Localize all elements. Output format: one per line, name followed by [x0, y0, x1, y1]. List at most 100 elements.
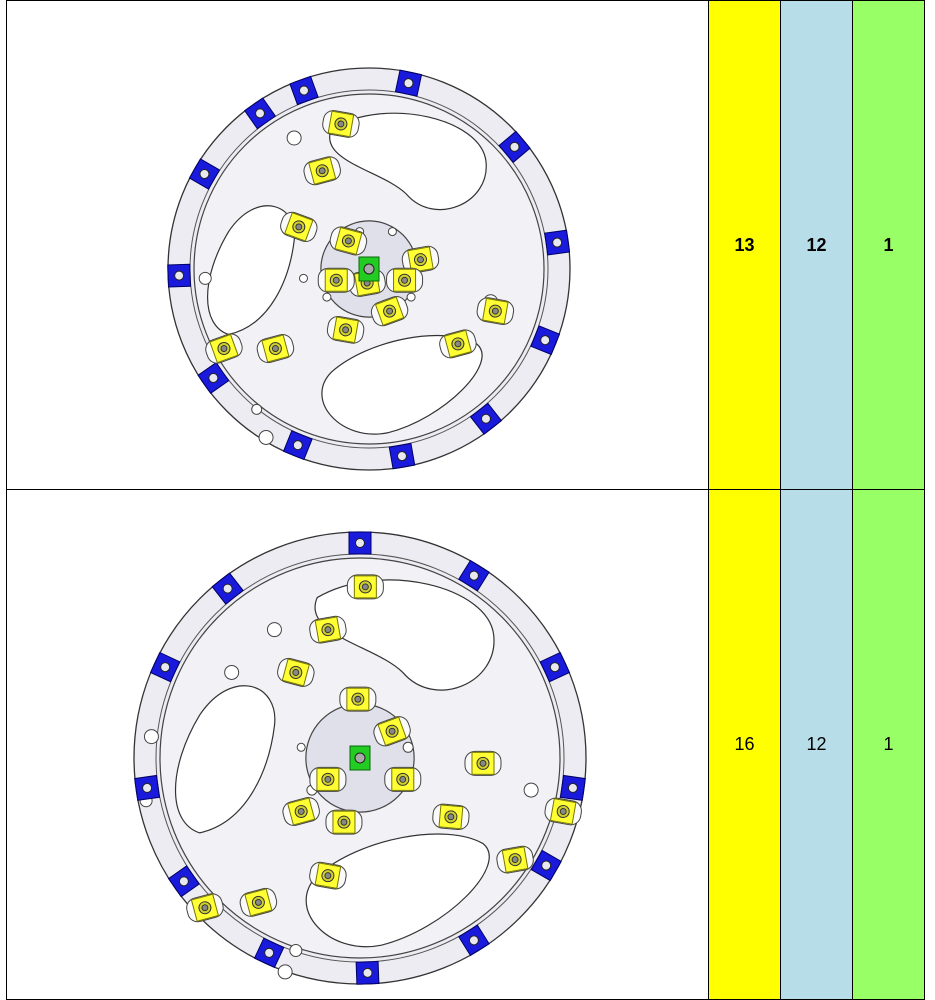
clamp — [282, 796, 320, 826]
pad-bolt — [178, 876, 189, 887]
mounting-hole — [387, 227, 397, 237]
pad-bolt — [264, 947, 275, 958]
clamp — [256, 334, 295, 364]
support-pad — [469, 402, 503, 435]
mounting-hole — [406, 292, 416, 302]
support-pad — [498, 130, 531, 164]
clamp-screw-head — [417, 256, 424, 264]
clamp-screw-head — [401, 276, 408, 284]
value-cell-green-1: 1 — [852, 0, 925, 490]
pad-bolt — [403, 78, 414, 89]
value-blue-2: 12 — [806, 734, 827, 754]
support-pad — [559, 774, 586, 801]
support-pad — [289, 75, 319, 106]
clamp-screw-head — [254, 898, 262, 906]
mounting-hole — [198, 271, 212, 285]
support-pad — [167, 865, 200, 898]
clamp — [339, 686, 377, 712]
mounting-hole — [224, 664, 240, 680]
mounting-hole — [286, 130, 302, 146]
pad-bolt — [567, 782, 578, 793]
clamp-screw-head — [342, 326, 350, 334]
support-pad — [458, 924, 490, 957]
fixture-drawing-1 — [167, 67, 571, 471]
support-pad — [458, 559, 490, 592]
clamp-screw-head — [340, 818, 348, 826]
clamp — [496, 845, 534, 874]
value-cell-blue-1: 12 — [780, 0, 853, 490]
mounting-hole — [296, 742, 306, 752]
support-pad — [539, 651, 571, 683]
clamp-screw-head — [386, 307, 393, 315]
clamp-screw-head — [332, 276, 340, 284]
value-cell-green-2: 1 — [852, 489, 925, 1000]
clamp — [317, 267, 355, 293]
value-blue-1: 12 — [806, 234, 827, 255]
cutout-bottom — [321, 334, 483, 435]
clamp — [384, 766, 422, 792]
clamp — [373, 716, 411, 747]
support-pad — [355, 960, 380, 985]
pad-bolt — [292, 440, 303, 451]
pad-bolt — [255, 108, 266, 119]
pad-bolt — [160, 662, 171, 673]
clamp-screw-head — [354, 695, 362, 703]
pad-bolt — [142, 782, 153, 793]
fixture-cell-2: 14.450R — [6, 489, 709, 1000]
pad-bolt — [222, 583, 233, 594]
pad-bolt — [468, 935, 479, 946]
pad-bolt — [541, 860, 552, 871]
support-pad — [167, 263, 192, 288]
clamp-screw-head — [388, 727, 396, 735]
clamp-screw-head — [511, 856, 519, 864]
pad-bolt — [540, 335, 551, 346]
pad-bolt — [396, 451, 407, 462]
fixture-plate — [167, 67, 571, 471]
pad-bolt — [468, 570, 479, 581]
clamp-screw-head — [337, 120, 345, 128]
clamp — [280, 211, 318, 243]
locator-pin — [354, 752, 366, 764]
mounting-hole — [402, 741, 414, 753]
clamp-screw-head — [447, 813, 455, 821]
pad-bolt — [509, 141, 520, 152]
support-pad — [348, 531, 372, 555]
clamp — [544, 797, 582, 826]
clamp-screw-head — [491, 307, 499, 315]
clamp — [325, 809, 363, 835]
clamp-screw-head — [559, 808, 567, 815]
clamp — [432, 803, 470, 831]
support-pad — [253, 937, 285, 969]
clamp — [239, 887, 278, 917]
support-pad — [149, 651, 181, 683]
mounting-hole — [289, 944, 303, 958]
table-row: 14.400R 13 12 1 — [6, 0, 925, 490]
pad-bolt — [355, 538, 365, 548]
value-cell-yellow-1: 13 — [708, 0, 781, 490]
mounting-hole — [523, 782, 539, 798]
locator-pin — [363, 263, 375, 275]
clamp-screw-head — [201, 904, 209, 912]
value-green-1: 1 — [883, 234, 894, 255]
pad-bolt — [549, 662, 560, 673]
clamp — [309, 615, 347, 644]
cutout-top — [314, 579, 495, 691]
pad-bolt — [174, 270, 185, 281]
value-cell-blue-2: 12 — [780, 489, 853, 1000]
clamp-screw-head — [324, 775, 332, 783]
clamp — [476, 297, 515, 325]
clamp — [303, 156, 341, 186]
support-pad — [197, 361, 230, 394]
clamp-screw-head — [220, 345, 228, 352]
clamp — [322, 110, 360, 138]
clamp — [326, 315, 365, 344]
cutout-top — [329, 112, 487, 211]
support-pad — [544, 229, 571, 256]
pad-bolt — [199, 169, 210, 179]
fixture-drawing-2 — [133, 531, 587, 985]
clamp-screw-head — [454, 340, 462, 348]
mounting-hole — [143, 729, 159, 745]
pad-bolt — [480, 413, 491, 424]
support-pad — [530, 325, 561, 356]
